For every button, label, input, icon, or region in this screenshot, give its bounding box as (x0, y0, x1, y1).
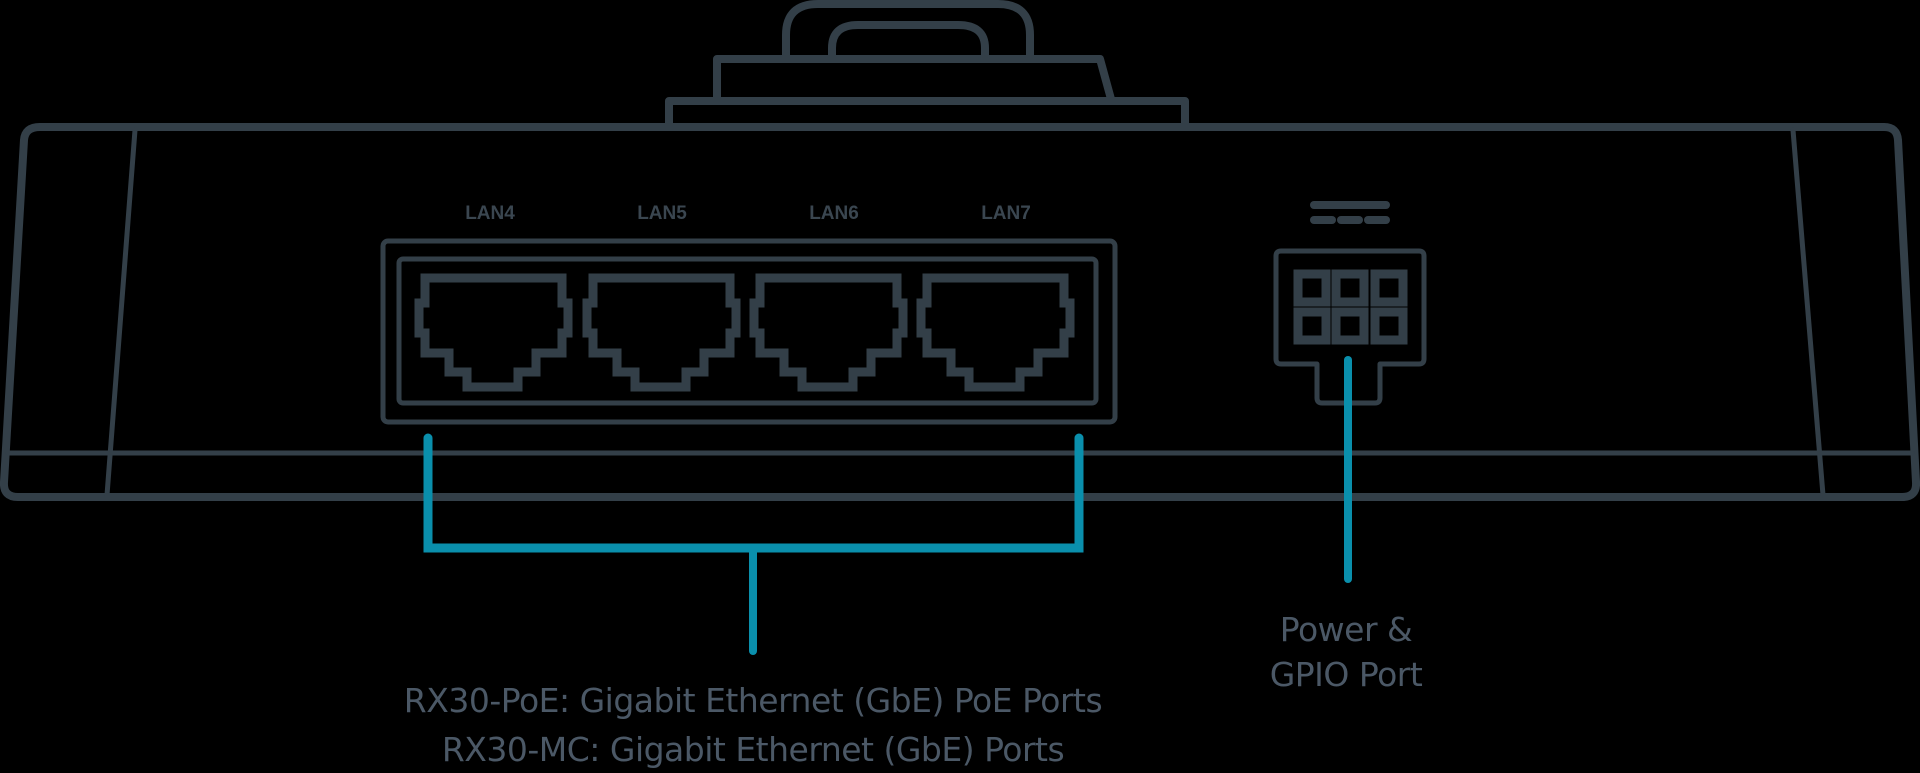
port-housing-inner (396, 256, 1099, 406)
handle-outer (782, 0, 1034, 60)
power-connector-outline (1273, 248, 1427, 406)
port-housing-outer (380, 238, 1118, 425)
device-body (0, 123, 1920, 501)
rj45-port-icon (414, 273, 573, 392)
mount-upper (713, 55, 1115, 103)
lan-caption-line2: RX30-MC: Gigabit Ethernet (GbE) Ports (441, 730, 1065, 769)
power-caption-line1: Power & (1279, 610, 1413, 649)
handle-inner (828, 21, 989, 60)
body-inner-right (1790, 127, 1826, 498)
port-label-lan6: LAN6 (809, 203, 859, 224)
power-connector-pins (1293, 269, 1408, 345)
lan-caption-line1: RX30-PoE: Gigabit Ethernet (GbE) PoE Por… (403, 681, 1103, 720)
rj45-port-icon (749, 273, 908, 392)
mount-lower (665, 97, 1189, 131)
dc-power-icon (1310, 201, 1390, 224)
rj45-port-icon (582, 273, 741, 392)
rj45-port-icon (916, 273, 1075, 392)
power-caption-line2: GPIO Port (1269, 655, 1423, 694)
port-label-lan7: LAN7 (981, 203, 1031, 224)
port-label-lan4: LAN4 (465, 203, 515, 224)
port-label-lan5: LAN5 (637, 203, 687, 224)
body-inner-left (104, 127, 138, 498)
